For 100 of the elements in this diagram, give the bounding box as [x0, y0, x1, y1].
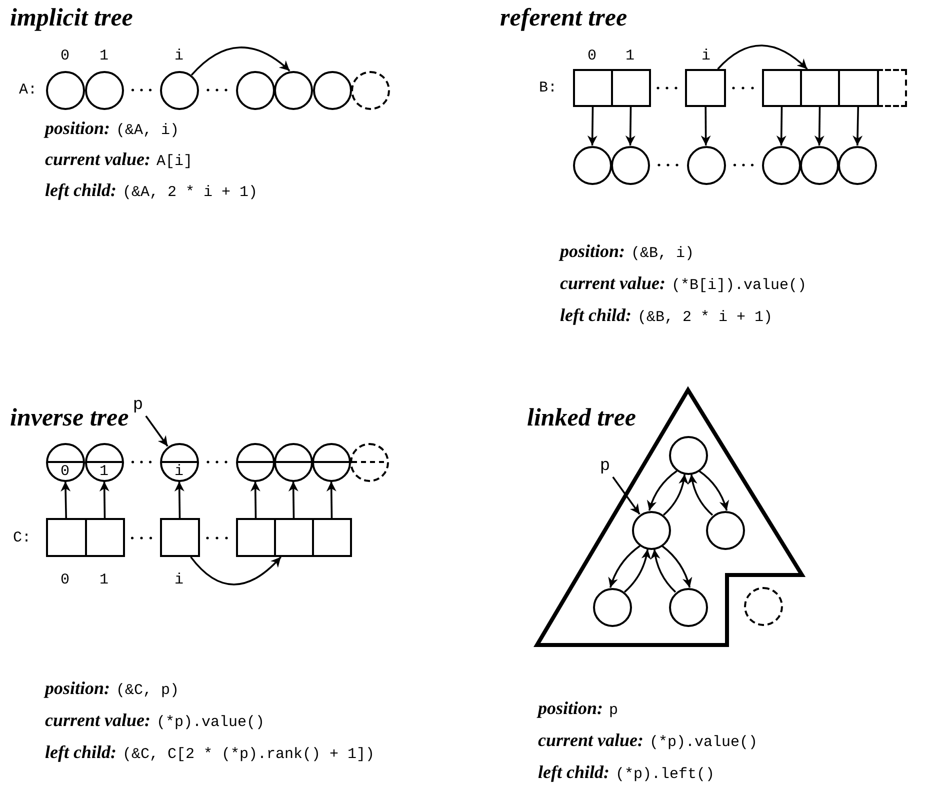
array-slot	[46, 518, 87, 557]
node-circle	[668, 588, 708, 626]
pointer-name: p	[597, 455, 613, 477]
code-expression: (&B, 2 * i + 1)	[637, 310, 773, 325]
code-expression: (*B[i]).value()	[672, 278, 807, 293]
field-name: current value:	[560, 274, 666, 292]
code-expression: (&A, i)	[116, 123, 180, 138]
pointer-name: p	[130, 394, 146, 416]
arrow	[288, 481, 298, 518]
array-slot	[877, 69, 907, 107]
node-circle	[838, 146, 876, 184]
node-circle	[706, 510, 744, 550]
node-circle	[762, 146, 800, 184]
array-slot	[573, 69, 613, 107]
code-expression: p	[609, 703, 618, 718]
array-slot	[160, 518, 200, 557]
code-expression: (&C, C[2 * (*p).rank() + 1])	[122, 747, 375, 762]
array-slot	[800, 69, 840, 107]
field-name: left child:	[45, 743, 116, 761]
code-expression: (&C, p)	[116, 683, 180, 698]
array-slot	[611, 69, 651, 107]
field-name: current value:	[538, 731, 644, 749]
array-slot	[838, 69, 879, 107]
arrow	[717, 44, 808, 70]
array-slot	[762, 69, 802, 107]
index-label: 0	[60, 572, 70, 588]
code-expression: A[i]	[156, 154, 193, 169]
panel-title: inverse tree	[10, 406, 129, 430]
arrow	[326, 481, 336, 518]
field-name: position:	[45, 119, 110, 137]
panel-title: implicit tree	[10, 6, 133, 30]
node-circle	[572, 146, 612, 184]
arrow	[60, 481, 71, 518]
node-circle	[350, 70, 390, 110]
array-slot	[312, 518, 352, 557]
node-circle	[236, 70, 274, 110]
node-circle	[610, 146, 650, 184]
node-circle: 0	[46, 442, 84, 482]
field-name: position:	[560, 242, 626, 260]
arrow	[624, 549, 651, 593]
field-name: position:	[45, 679, 110, 697]
node-circle	[592, 588, 632, 626]
node-circle	[632, 510, 670, 550]
arrow	[190, 46, 290, 76]
node-circle	[274, 442, 312, 482]
arrow	[608, 545, 640, 588]
arrow	[698, 470, 729, 511]
node-circle	[160, 70, 198, 110]
field-name: current value:	[45, 150, 150, 168]
field-name: left child:	[560, 306, 632, 324]
arrow	[700, 107, 711, 146]
arrow	[650, 549, 676, 593]
array-name: A:	[19, 82, 37, 98]
index-label: 1	[100, 48, 108, 64]
field-name: left child:	[538, 763, 610, 781]
panel-title: linked tree	[527, 406, 636, 430]
node-circle	[312, 442, 350, 482]
code-expression: (*p).left()	[615, 767, 715, 782]
arrow	[145, 415, 168, 447]
index-label: i	[174, 572, 184, 588]
index-label: i	[174, 48, 184, 64]
arrow	[625, 106, 636, 146]
node-circle	[236, 442, 274, 482]
node-circle	[744, 586, 782, 626]
array-slot	[274, 518, 314, 557]
arrow	[647, 470, 678, 511]
panel-title: referent tree	[500, 6, 628, 30]
arrow	[174, 481, 184, 518]
arrow	[99, 481, 110, 518]
arrow	[250, 481, 260, 518]
arrow	[612, 476, 640, 515]
array-name: C:	[13, 530, 31, 546]
node-circle	[274, 70, 312, 110]
arrow	[852, 106, 863, 146]
array-name: B:	[539, 80, 557, 96]
code-expression: (&B, i)	[631, 246, 694, 261]
node-circle: 1	[84, 442, 124, 482]
arrow	[662, 474, 688, 516]
array-slot	[685, 69, 726, 107]
array-slot	[236, 518, 276, 557]
arrow	[662, 545, 692, 588]
code-expression: (&A, 2 * i + 1)	[122, 185, 258, 200]
field-name: position:	[538, 699, 604, 717]
index-label: 0	[60, 48, 70, 64]
node-circle	[668, 436, 708, 474]
node-circle	[800, 146, 838, 184]
node-circle	[84, 70, 124, 110]
arrow	[776, 106, 786, 146]
array-slot	[85, 518, 125, 557]
arrow	[814, 106, 824, 146]
index-label: 1	[626, 48, 634, 64]
node-circle	[312, 70, 352, 110]
arrow	[587, 106, 598, 146]
arrow	[190, 556, 282, 586]
arrow	[688, 474, 714, 516]
index-label: 0	[588, 48, 596, 64]
code-expression: (*p).value()	[156, 715, 265, 730]
node-circle	[46, 70, 84, 110]
node-circle: i	[160, 442, 198, 482]
code-expression: (*p).value()	[650, 735, 758, 750]
